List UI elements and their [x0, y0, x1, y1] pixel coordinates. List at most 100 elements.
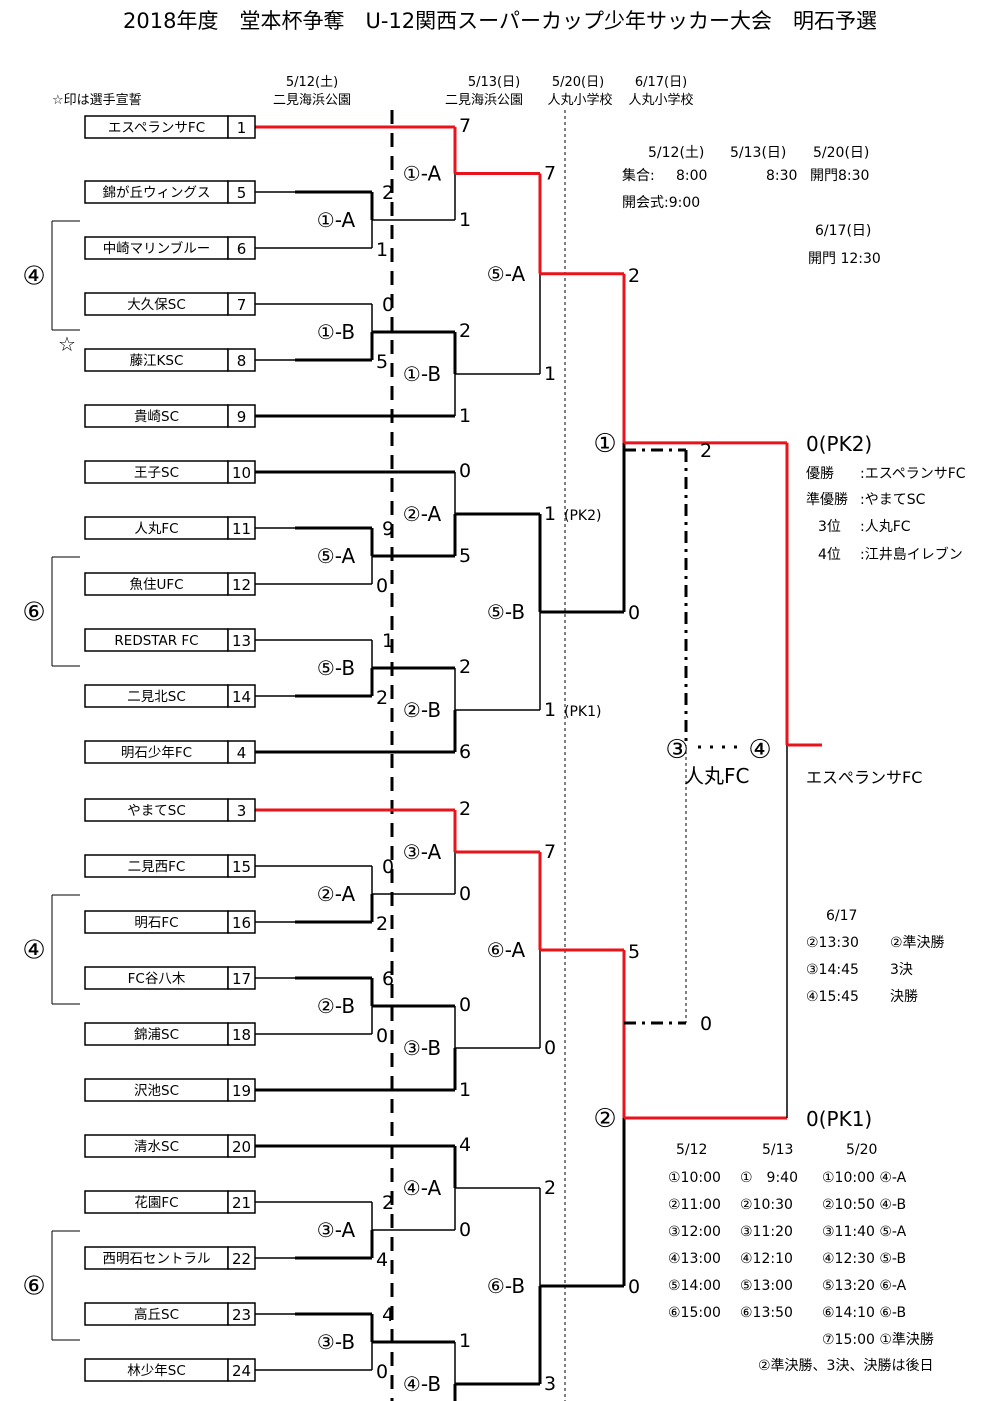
- match-label: ⑥-B: [487, 1274, 525, 1298]
- match-round1: [295, 1202, 374, 1260]
- timetable-cell: ⑤14:00: [668, 1278, 721, 1294]
- team-name: 藤江KSC: [130, 353, 184, 369]
- match-label: ③-B: [403, 1036, 441, 1060]
- match-round3: [455, 1187, 542, 1386]
- match-score: 0: [544, 1037, 556, 1059]
- match-score: 0: [459, 460, 471, 482]
- timetable-cell: ⑤13:00: [740, 1278, 793, 1294]
- header-venue-2: 二見海浜公園: [445, 93, 523, 108]
- match-score: 1: [459, 1079, 471, 1101]
- match-round2: [372, 330, 457, 417]
- group-bracket: [51, 1230, 80, 1341]
- results-list: 優勝 :エスペランサFC 準優勝 :やまてSC 3位 :人丸FC 4位 :江井島…: [806, 466, 966, 563]
- team-seed-box: [227, 292, 256, 316]
- timetable-cell: ⑤13:20 ⑥-A: [822, 1278, 907, 1294]
- team-seed-box: [227, 180, 256, 204]
- match-score: 7: [544, 163, 556, 185]
- third-score: 0: [700, 1013, 712, 1035]
- gather-time-1: 8:00: [676, 168, 707, 184]
- match-round1: [295, 304, 374, 362]
- match-score: 1: [544, 363, 556, 385]
- match-label: ①-A: [403, 162, 442, 186]
- match-round2: [372, 1004, 457, 1092]
- timetable-cell: ③11:40 ⑤-A: [822, 1224, 907, 1240]
- team-name: 清水SC: [134, 1139, 179, 1155]
- group-label: ④: [22, 262, 45, 292]
- match-score: 7: [459, 115, 471, 137]
- team-seed-box: [227, 684, 256, 708]
- result-rank-3: 3位: [818, 519, 841, 535]
- team-seed-box: [227, 910, 256, 934]
- match-round1: [295, 526, 374, 584]
- match-score: 0: [459, 1219, 471, 1241]
- match-score: 0: [376, 1361, 388, 1383]
- gate-520: 開門8:30: [810, 168, 869, 184]
- match-semifinal: [540, 272, 626, 614]
- final-score: 0(PK2): [806, 432, 872, 456]
- sched617-time-2: ③14:45: [806, 962, 859, 978]
- page-title: 2018年度 堂本杯争奪 U-12関西スーパーカップ少年サッカー大会 明石予選: [123, 9, 877, 33]
- match-label: ③-A: [403, 840, 442, 864]
- timetable-header-2: 5/13: [762, 1142, 793, 1158]
- group-label: ⑥: [22, 1272, 45, 1302]
- sched617-date: 6/17: [826, 908, 857, 924]
- match-label: ②-A: [403, 502, 442, 526]
- match-round3: [455, 850, 542, 1049]
- timetable-cell: ⑥13:50: [740, 1305, 793, 1321]
- match-score: 4: [382, 1304, 394, 1326]
- team-name: 二見西FC: [128, 859, 186, 875]
- team-seed-box: [227, 966, 256, 990]
- timetable-cell: ① 9:40: [740, 1170, 798, 1186]
- match-round1: [295, 190, 374, 248]
- group-label: ⑥: [22, 598, 45, 628]
- match-score: 3: [544, 1373, 556, 1395]
- legend-note: ☆印は選手宣誓: [52, 92, 142, 108]
- match-label: ⑥-A: [487, 938, 526, 962]
- team-seed: 14: [232, 688, 251, 706]
- match-label: ①: [593, 429, 616, 459]
- match-score: 1: [459, 209, 471, 231]
- header-date-1: 5/12(土): [286, 75, 338, 90]
- match-score: 2: [544, 1177, 556, 1199]
- team-row: 錦浦SC 18: [84, 1022, 256, 1046]
- header-date-3: 5/20(日): [552, 75, 604, 90]
- team-name: 沢池SC: [134, 1083, 179, 1099]
- timetable-cell: ②10:30: [740, 1197, 793, 1213]
- match-label: ①-A: [317, 208, 356, 232]
- match-score: 0: [382, 294, 394, 316]
- team-seed-box: [227, 740, 256, 764]
- result-team-3: :人丸FC: [860, 519, 911, 535]
- match-round2: [372, 1340, 457, 1401]
- timetable-cell: ⑥15:00: [668, 1305, 721, 1321]
- timetable-cell: ⑥14:10 ⑥-B: [822, 1305, 906, 1321]
- match-score: 2: [459, 798, 471, 820]
- timetable-extra: ⑦15:00 ①準決勝: [822, 1332, 934, 1348]
- match-label: ①-B: [403, 362, 441, 386]
- team-name: 貴崎SC: [134, 409, 179, 425]
- result-rank-4: 4位: [818, 547, 841, 563]
- third-score: 2: [700, 440, 712, 462]
- match-score: 6: [459, 741, 471, 763]
- match-score: 2: [382, 1192, 394, 1214]
- team-name: 錦浦SC: [134, 1026, 179, 1043]
- team-seed-box: [227, 1302, 256, 1326]
- group-bracket: [51, 556, 80, 667]
- team-seed: 18: [232, 1026, 251, 1044]
- group-label: ④: [22, 936, 45, 966]
- team-seed: 21: [232, 1194, 251, 1212]
- group-bracket: [51, 894, 80, 1005]
- team-seed-box: [227, 348, 256, 372]
- team-seed-box: [227, 572, 256, 596]
- match-score: 0: [459, 883, 471, 905]
- team-name: 林少年SC: [127, 1363, 186, 1379]
- header-date-2: 5/13(日): [468, 75, 520, 90]
- team-seed-box: [227, 628, 256, 652]
- match-round2: [372, 125, 457, 221]
- opening-ceremony: 開会式:9:00: [622, 195, 700, 211]
- champion-label: エスぺランサFC: [806, 768, 922, 787]
- team-seed: 6: [237, 240, 247, 258]
